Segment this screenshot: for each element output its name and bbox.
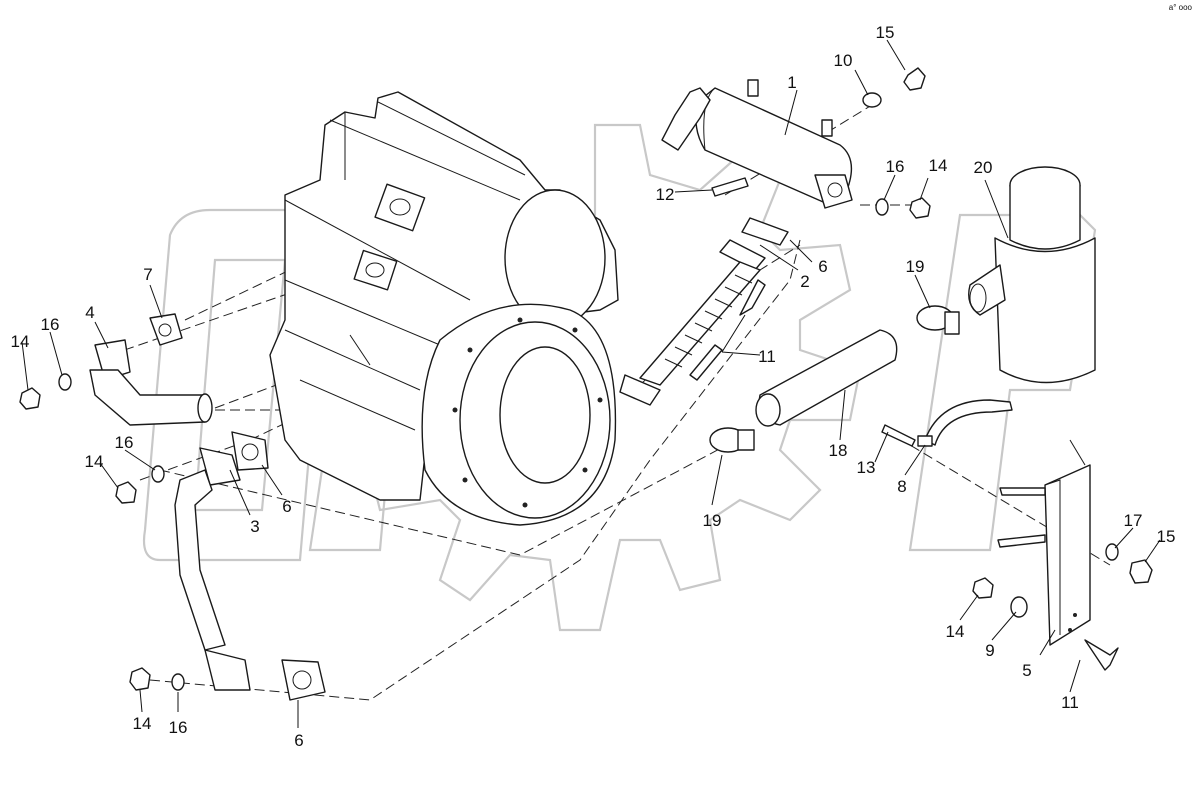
elbow-pipe-upper bbox=[89, 339, 213, 426]
callout-12: 12 bbox=[656, 185, 675, 204]
mounting-strap bbox=[917, 399, 1013, 447]
callout-17: 17 bbox=[1124, 511, 1143, 530]
callout-14b: 14 bbox=[85, 452, 104, 471]
muffler bbox=[661, 79, 853, 209]
flexible-exhaust-pipe bbox=[619, 239, 766, 406]
callout-16c: 16 bbox=[169, 718, 188, 737]
callout-9: 9 bbox=[985, 641, 994, 660]
callout-6a: 6 bbox=[818, 257, 827, 276]
engine-block bbox=[269, 91, 619, 526]
exhaust-tube bbox=[755, 329, 898, 427]
callout-3: 3 bbox=[250, 517, 259, 536]
callout-13: 13 bbox=[857, 458, 876, 477]
nuts-and-washers bbox=[19, 67, 1153, 691]
callout-2: 2 bbox=[800, 272, 809, 291]
clamps bbox=[709, 305, 960, 453]
callout-1: 1 bbox=[787, 73, 796, 92]
callout-15a: 15 bbox=[876, 23, 895, 42]
bolts bbox=[689, 177, 1119, 671]
callout-8: 8 bbox=[897, 477, 906, 496]
callout-19b: 19 bbox=[703, 511, 722, 530]
callout-4: 4 bbox=[85, 303, 94, 322]
callout-18: 18 bbox=[829, 441, 848, 460]
callout-10: 10 bbox=[834, 51, 853, 70]
callout-16b: 16 bbox=[115, 433, 134, 452]
callout-19a: 19 bbox=[906, 257, 925, 276]
leader-lines bbox=[21, 39, 1161, 728]
callout-11a: 11 bbox=[758, 347, 776, 366]
callout-6c: 6 bbox=[294, 731, 303, 750]
callout-14a: 14 bbox=[11, 332, 30, 351]
callout-6b: 6 bbox=[282, 497, 291, 516]
callout-16d: 16 bbox=[886, 157, 905, 176]
air-filter bbox=[968, 166, 1096, 384]
callout-14c: 14 bbox=[946, 622, 965, 641]
support-bracket bbox=[997, 439, 1091, 646]
callout-16a: 16 bbox=[41, 315, 60, 334]
gaskets bbox=[149, 217, 789, 701]
callout-5: 5 bbox=[1022, 661, 1031, 680]
callout-20: 20 bbox=[974, 158, 993, 177]
callout-11b: 11 bbox=[1061, 693, 1079, 712]
callout-7: 7 bbox=[143, 265, 152, 284]
callout-14e: 14 bbox=[929, 156, 948, 175]
exhaust-pipe-lower bbox=[174, 447, 251, 691]
callout-15b: 15 bbox=[1157, 527, 1176, 546]
callout-labels: 1 2 3 4 5 6 6 6 7 8 9 10 11 11 12 13 14 … bbox=[11, 23, 1176, 750]
corner-mark: a° ooo bbox=[1169, 3, 1193, 12]
callout-14d: 14 bbox=[133, 714, 152, 733]
